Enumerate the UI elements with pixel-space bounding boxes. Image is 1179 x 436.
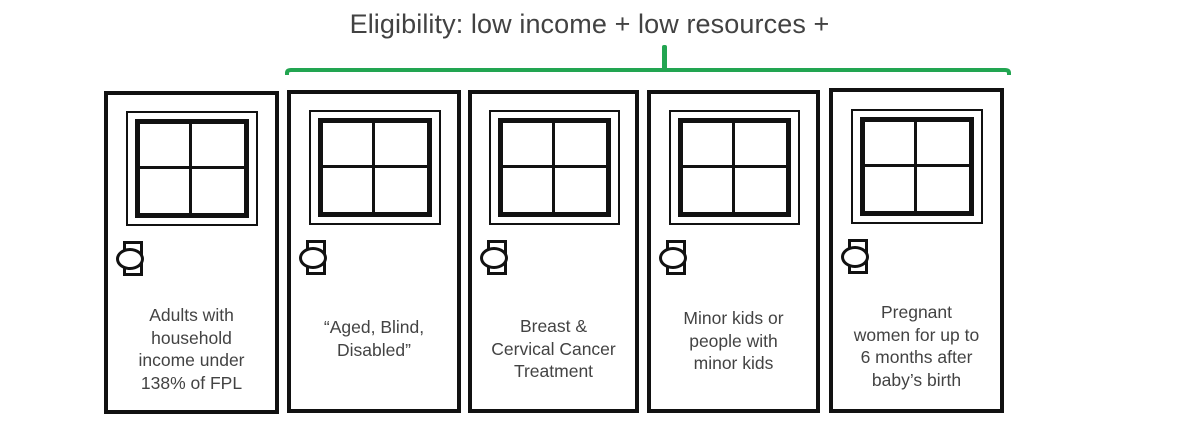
window-pane [865,166,917,211]
window-pane [323,167,375,212]
door-breast-cervical-cancer[interactable]: Breast & Cervical Cancer Treatment [468,90,639,413]
door-knob-icon[interactable] [116,241,144,276]
door-label: “Aged, Blind, Disabled” [323,317,425,360]
window-sash [678,118,791,217]
window-pane [917,166,969,211]
door-knob-circle [480,247,508,269]
door-label: Minor kids or people with minor kids [683,308,784,373]
door-knob-icon[interactable] [659,240,687,275]
window-pane [140,124,192,169]
window-pane [323,123,375,168]
window-pane [683,123,735,168]
window-pane [375,167,427,212]
window-sash [498,118,611,217]
window-pane [865,122,917,167]
door-label: Pregnant women for up to 6 months after … [853,302,980,390]
door-knob-icon[interactable] [299,240,327,275]
window-sash [318,118,432,217]
door-knob-circle [659,247,687,269]
window-frame [851,109,983,224]
window-pane [503,167,555,212]
window-pane [734,167,786,212]
window-frame [126,111,258,226]
door-knob-icon[interactable] [841,239,869,274]
door-minor-kids[interactable]: Minor kids or people with minor kids [647,90,820,413]
door-knob-circle [299,247,327,269]
window-sash [860,117,974,216]
window-sash [135,119,249,218]
page-title: Eligibility: low income + low resources … [349,9,830,39]
window-pane [192,124,244,169]
door-knob-icon[interactable] [480,240,508,275]
door-pregnant-women[interactable]: Pregnant women for up to 6 months after … [829,88,1004,413]
door-label: Adults with household income under 138% … [138,305,245,393]
door-knob-circle [841,246,869,268]
window-frame [669,110,800,225]
window-pane [683,167,735,212]
window-pane [554,167,606,212]
window-pane [917,122,969,167]
window-pane [192,168,244,213]
window-pane [375,123,427,168]
door-label: Breast & Cervical Cancer Treatment [491,316,616,381]
window-pane [140,168,192,213]
door-adults[interactable]: Adults with household income under 138% … [104,91,279,414]
window-pane [554,123,606,168]
door-aged-blind-disabled[interactable]: “Aged, Blind, Disabled” [287,90,461,413]
door-knob-circle [116,248,144,270]
window-frame [489,110,620,225]
window-pane [734,123,786,168]
window-pane [503,123,555,168]
window-frame [309,110,441,225]
